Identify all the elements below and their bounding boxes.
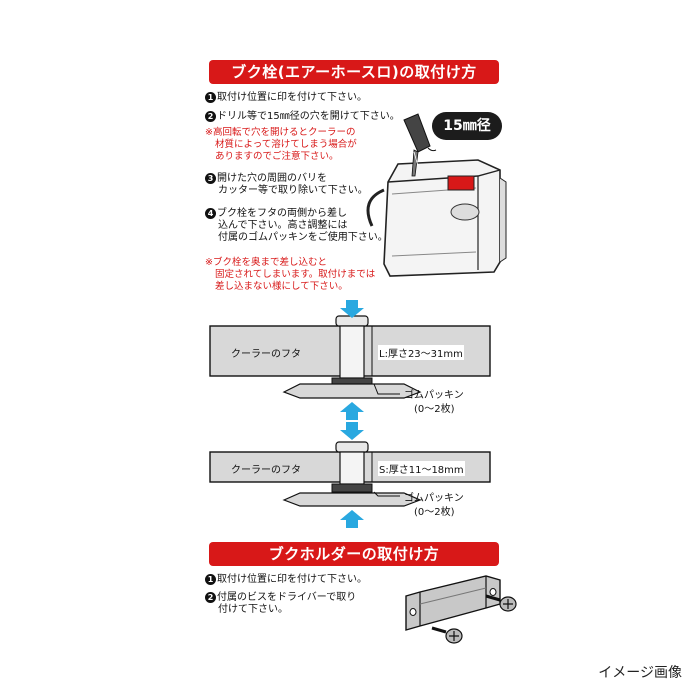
lid-label: クーラーのフタ [231, 349, 301, 360]
screw-icon [485, 594, 517, 612]
step-number: 2 [205, 111, 216, 122]
step-text: 付属のビスをドライバーで取り [217, 592, 357, 603]
arrow-up-icon [340, 402, 364, 420]
warning-line: ※ブク栓を奥まで差し込むと [205, 257, 327, 268]
step-number: 3 [205, 173, 216, 184]
step-text: 付属のゴムパッキンをご使用下さい。 [218, 232, 388, 243]
arrow-up-icon [340, 510, 364, 528]
drill-illustration [403, 113, 437, 177]
screw-icon [431, 626, 463, 644]
step-text: 開けた穴の周囲のバリを [217, 173, 327, 184]
step-text: 取付け位置に印を付けて下さい。 [217, 574, 367, 585]
thickness-label: L:厚さ23～31mm [378, 345, 464, 360]
step-number: 4 [205, 208, 216, 219]
warning-line: 材質によって溶けてしまう場合が [215, 139, 357, 150]
step-number: 1 [205, 92, 216, 103]
warning-line: ありますのでご注意下さい。 [215, 151, 339, 162]
step-text: 付けて下さい。 [218, 604, 288, 615]
step-text: カッター等で取り除いて下さい。 [218, 185, 368, 196]
warning-2: ※ブク栓を奥まで差し込むと 固定されてしまいます。取付けまでは 差し込まない様に… [205, 257, 375, 293]
arrow-down-icon [340, 300, 364, 318]
step-text: ドリル等で15㎜径の穴を開けて下さい。 [217, 111, 400, 122]
holder-bracket-illustration [405, 575, 517, 644]
image-caption: イメージ画像 [598, 665, 682, 681]
warning-1: ※高回転で穴を開けるとクーラーの 材質によって溶けてしまう場合が ありますのでご… [205, 127, 357, 163]
step-number: 1 [205, 574, 216, 585]
section2-title: ブクホルダーの取付け方 [209, 542, 499, 566]
step-text: 取付け位置に印を付けて下さい。 [217, 92, 367, 103]
warning-line: 差し込まない様にして下さい。 [215, 281, 348, 292]
cooler-box-illustration [366, 159, 507, 277]
warning-line: ※高回転で穴を開けるとクーラーの [205, 127, 356, 138]
arrow-down-icon [340, 422, 364, 440]
gasket-count: (0～2枚) [414, 404, 455, 415]
lid-label: クーラーのフタ [231, 465, 301, 476]
section1-title: ブク栓(エアーホースロ)の取付け方 [209, 60, 499, 84]
thickness-label: S:厚さ11～18mm [378, 461, 465, 476]
warning-line: 固定されてしまいます。取付けまでは [215, 269, 376, 280]
step-number: 2 [205, 592, 216, 603]
step-text: 込んで下さい。高さ調整には [218, 220, 348, 231]
gasket-label: ゴムパッキン [404, 493, 464, 504]
drill-size-badge: 15㎜径 [432, 112, 502, 140]
step-text: ブク栓をフタの両側から差し [217, 208, 347, 219]
gasket-count: (0～2枚) [414, 507, 455, 518]
gasket-label: ゴムパッキン [404, 390, 464, 401]
